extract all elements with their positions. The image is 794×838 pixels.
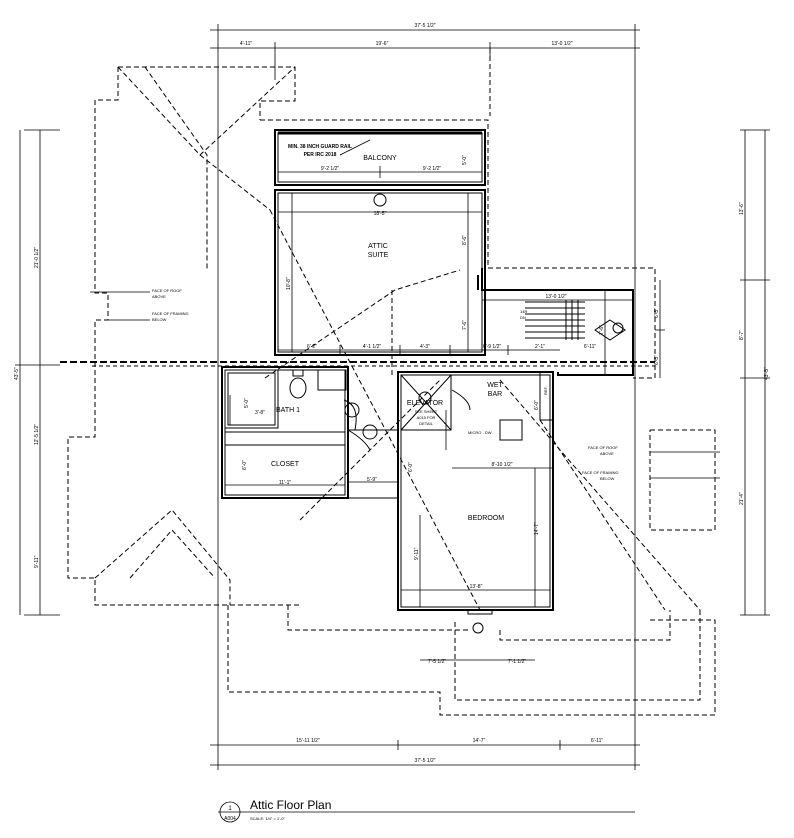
room-label-bath: BATH 1: [276, 407, 300, 414]
dim-top-overall: 37'-5 1/2": [414, 23, 435, 29]
dim-bath-h: 5'-0": [244, 398, 250, 408]
roof-above-note-right-1: FACE OF ROOF: [588, 445, 618, 450]
elevator-note-3: DETAIL: [419, 421, 433, 426]
dim-right-s1: 6'-3": [654, 308, 660, 318]
dim-left-upper: 21'-0 1/2": [34, 247, 40, 268]
dim-left-lower: 9'-11": [34, 555, 40, 568]
framing-below-note-right-1: FACE OF FRAMING: [582, 470, 619, 475]
room-label-suite: SUITE: [368, 252, 389, 259]
room-label-wet: WET: [487, 382, 503, 389]
dim-bottom-seg2: 14'-7": [473, 738, 486, 744]
dim-suite-w: 18'-5": [374, 211, 387, 217]
dim-closet-w: 11'-1": [279, 480, 292, 486]
dim-stair-h: 7'-6": [599, 325, 605, 335]
elevator-note-2: A015 FOR: [417, 415, 436, 420]
dim-left-mid: 12'-5 1/2": [34, 424, 40, 445]
dim-mid-e: 2'-1": [535, 344, 545, 350]
dim-stair-w: 13'-0 1/2": [545, 294, 566, 300]
room-label-bar: BAR: [488, 391, 502, 398]
framing-below-note-right-2: BELOW: [600, 476, 615, 481]
dim-bottom-seg3: 6'-11": [591, 738, 604, 744]
dim-right-mid: 8'-7": [739, 330, 745, 340]
room-label-ref: REF.: [543, 386, 548, 395]
micro-dw-label: MICRO - DW: [468, 430, 492, 435]
dim-suite-d: 8'-6": [462, 235, 468, 245]
roof-above-note-2: ABOVE: [152, 294, 166, 299]
dim-bot-right: 7'-1 1/2": [508, 659, 527, 665]
dim-top-seg2: 19'-6": [376, 41, 389, 47]
room-label-balcony: BALCONY: [363, 155, 397, 162]
dim-closet-h: 6'-0": [242, 460, 248, 470]
dim-mid-f: 6'-11": [584, 344, 597, 350]
dim-wet-h: 6'-0": [534, 400, 540, 410]
drawing-title: Attic Floor Plan: [250, 798, 331, 812]
dim-balcony-d: 5'-0": [462, 155, 468, 165]
dim-bed-w: 13'-8": [470, 584, 483, 590]
detail-number: 1: [228, 806, 232, 812]
dim-bottom-seg1: 15'-11 1/2": [296, 738, 320, 744]
framing-below-note-1: FACE OF FRAMING: [152, 311, 189, 316]
guard-rail-note-2: PER IRC 2018: [304, 152, 337, 158]
dim-bed-top: 8'-10 1/2": [491, 462, 512, 468]
dim-mid-c: 4'-3": [420, 344, 430, 350]
room-label-attic: ATTIC: [368, 243, 388, 250]
framing-below-note-2: BELOW: [152, 317, 167, 322]
stair-dn-label: DN: [520, 315, 526, 320]
dim-top-seg1: 4'-11": [240, 41, 253, 47]
dim-bed-h: 14'-7": [534, 522, 540, 535]
guard-rail-note-1: MIN. 38 INCH GUARD RAIL: [288, 144, 352, 150]
detail-bubble: [219, 801, 241, 823]
dim-balcony-w1: 9'-2 1/2": [321, 166, 340, 172]
dimension-lines: [15, 24, 770, 770]
dim-mid-b: 4'-1 1/2": [363, 344, 382, 350]
room-label-elevator: ELEVATOR: [407, 400, 443, 407]
roof-above-note-1: FACE OF ROOF: [152, 288, 182, 293]
room-label-closet: CLOSET: [271, 461, 300, 468]
dim-balcony-w2: 9'-2 1/2": [423, 166, 442, 172]
dim-right-lower: 21'-4": [739, 492, 745, 505]
dim-right-overall: 43'-5": [764, 367, 770, 380]
dim-mid-a: 6'-2": [307, 344, 317, 350]
elevator-note-1: SEE SHEET: [415, 409, 438, 414]
room-label-bedroom: BEDROOM: [468, 515, 504, 522]
dim-left-overall: 43'-5": [14, 367, 20, 380]
dim-bath-w: 3'-8": [255, 410, 265, 416]
sheet-number: A004: [224, 816, 236, 822]
drawing-scale: SCALE: 1/4" = 1'-0": [250, 816, 285, 821]
dim-mid-d: 6'-9 1/2": [483, 344, 502, 350]
dim-suite-h: 10'-8": [286, 277, 292, 290]
dim-top-seg3: 13'-0 1/2": [551, 41, 572, 47]
dim-hall-w: 5'-9": [367, 477, 377, 483]
dim-bot-left: 7'-5 1/2": [428, 659, 447, 665]
dim-suite-lower: 7'-6": [462, 320, 468, 330]
dim-right-s2: 6'-3": [654, 355, 660, 365]
dim-elev-h: 6'-0": [408, 462, 414, 472]
dim-right-upper: 13'-6": [739, 202, 745, 215]
dim-bed-l: 9'-11": [414, 547, 420, 560]
stair-riser-label: 14R: [520, 309, 527, 314]
dim-bottom-overall: 37'-5 1/2": [414, 758, 435, 764]
roof-outline: [67, 48, 716, 716]
roof-above-note-right-2: ABOVE: [600, 451, 614, 456]
